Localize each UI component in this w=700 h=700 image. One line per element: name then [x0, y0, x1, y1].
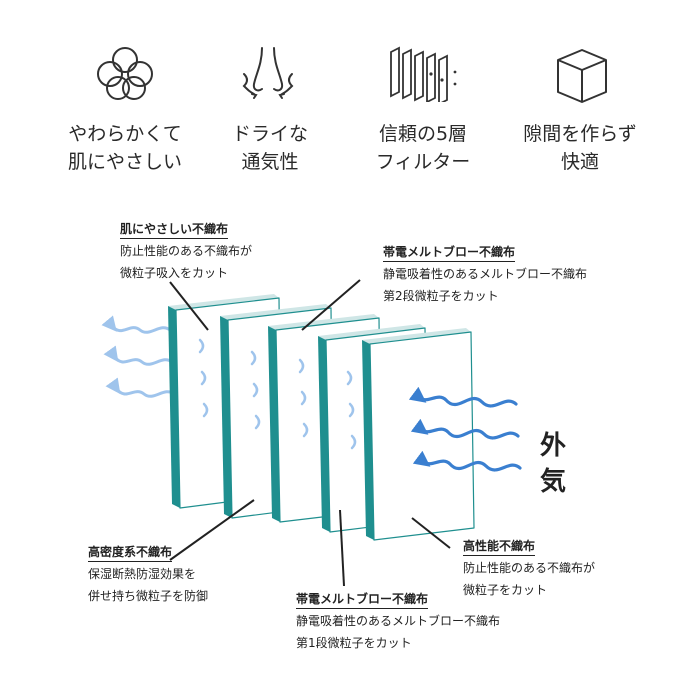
outgoing-arrow-1: [101, 315, 172, 334]
callout-layer-2-line2: 併せ持ち微粒子を防御: [88, 589, 209, 603]
filter-panels: [168, 294, 475, 541]
outgoing-arrow-2: [103, 345, 174, 366]
callout-layer-4: 帯電メルトブロー不織布 静電吸着性のあるメルトブロー不織布 第1段微粒子をカット: [296, 588, 500, 654]
callout-layer-5-line2: 微粒子をカット: [463, 583, 548, 597]
callout-layer-3-line2: 第2段微粒子をカット: [383, 289, 499, 303]
outgoing-arrow-3: [105, 377, 176, 398]
feature-breathable: ドライな 通気性: [195, 120, 345, 176]
incoming-arrow-2: [410, 418, 520, 440]
leader-lines: [169, 279, 451, 587]
callout-layer-5: 高性能不織布 防止性能のある不織布が 微粒子をカット: [463, 535, 595, 601]
leader-layer-2: [169, 499, 255, 561]
callout-layer-4-line1: 静電吸着性のあるメルトブロー不織布: [296, 614, 501, 628]
feature-soft-line2: 肌にやさしい: [67, 151, 182, 173]
callout-layer-3-title: 帯電メルトブロー不織布: [383, 241, 587, 263]
feature-filter-line2: フィルター: [375, 151, 471, 173]
leader-layer-4: [339, 509, 345, 587]
callout-layer-3: 帯電メルトブロー不織布 静電吸着性のあるメルトブロー不織布 第2段微粒子をカット: [383, 241, 587, 307]
callout-layer-2-line1: 保湿断熱防湿効果を: [88, 567, 197, 581]
leader-layer-1: [169, 281, 209, 331]
callout-layer-1: 肌にやさしい不織布 防止性能のある不織布が 微粒子吸入をカット: [120, 218, 252, 284]
incoming-air-arrows: [408, 386, 522, 472]
feature-soft-line1: やわらかくて: [68, 123, 182, 145]
callout-layer-4-line2: 第1段微粒子をカット: [296, 636, 412, 650]
incoming-arrow-3: [412, 450, 522, 472]
callout-layer-1-line2: 微粒子吸入をカット: [120, 266, 229, 280]
filter-layers-icon: [390, 46, 457, 102]
inner-air-flow: [198, 338, 357, 450]
feature-filter: 信頼の5層 フィルター: [348, 120, 498, 176]
callout-layer-1-title: 肌にやさしい不織布: [120, 218, 252, 240]
callout-layer-5-line1: 防止性能のある不織布が: [463, 561, 596, 575]
outside-air-char-2: 気: [540, 467, 567, 497]
outside-air-label: 外 気: [540, 428, 566, 500]
incoming-arrow-1: [408, 386, 518, 408]
callout-layer-3-line1: 静電吸着性のあるメルトブロー不織布: [383, 267, 588, 281]
leader-layer-5: [411, 517, 451, 549]
callout-layer-2-title: 高密度系不織布: [88, 541, 208, 563]
feature-soft: やわらかくて 肌にやさしい: [50, 120, 200, 176]
callout-layer-2: 高密度系不織布 保湿断熱防湿効果を 併せ持ち微粒子を防御: [88, 541, 208, 607]
cotton-icon: [97, 47, 153, 100]
nose-airflow-icon: [242, 47, 294, 99]
outside-air-char-1: 外: [540, 431, 567, 461]
feature-fit-line1: 隙間を作らず: [523, 123, 637, 145]
feature-breathable-line2: 通気性: [241, 151, 299, 173]
panel-layer-5: [362, 328, 475, 541]
feature-fit: 隙間を作らず 快適: [505, 120, 655, 176]
leader-layer-3: [301, 279, 361, 331]
callout-layer-1-line1: 防止性能のある不織布が: [120, 244, 253, 258]
feature-fit-line2: 快適: [560, 151, 599, 173]
callout-layer-5-title: 高性能不織布: [463, 535, 595, 557]
outgoing-air-arrows: [101, 315, 176, 398]
mask-box-icon: [557, 49, 607, 103]
feature-filter-line1: 信頼の5層: [378, 123, 468, 145]
callout-layer-4-title: 帯電メルトブロー不織布: [296, 588, 500, 610]
feature-breathable-line1: ドライな: [231, 123, 308, 145]
